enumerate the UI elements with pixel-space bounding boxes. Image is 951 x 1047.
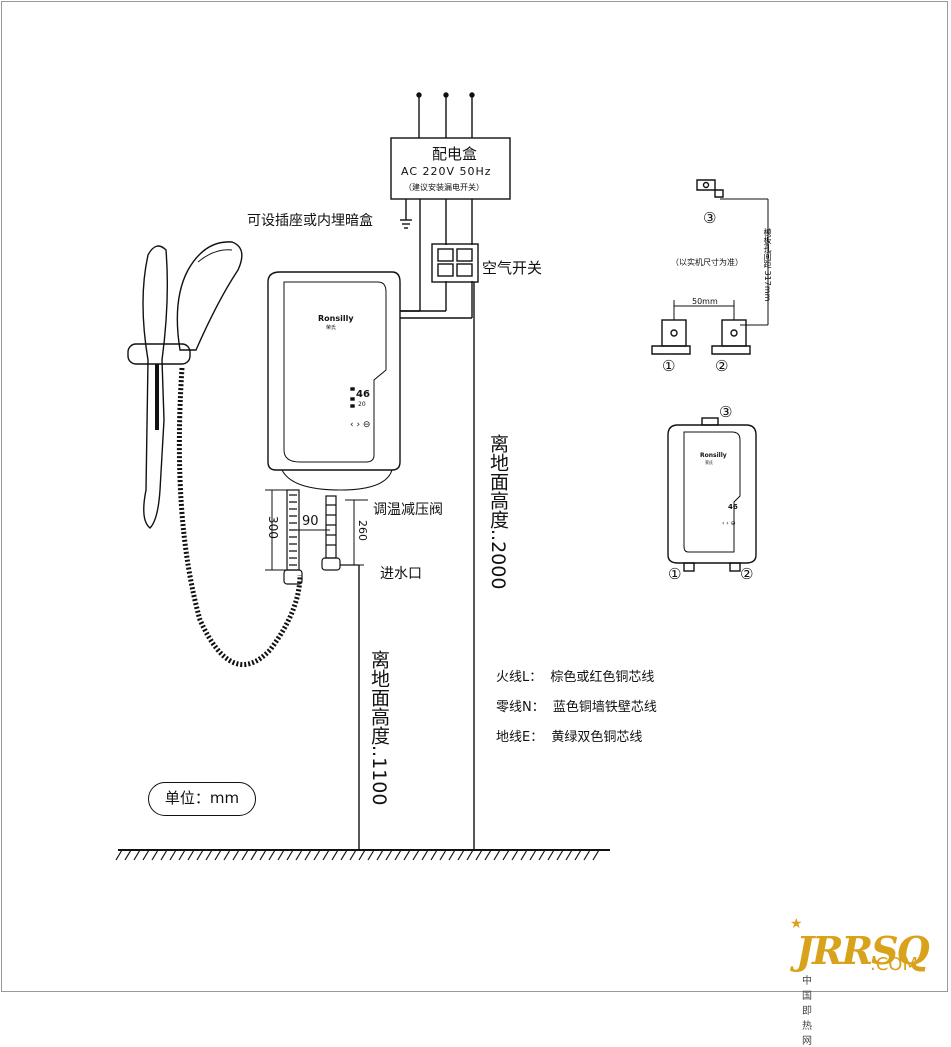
wire-key: 地线E： bbox=[496, 730, 544, 745]
marker-1-bracket: ① bbox=[662, 357, 676, 375]
mount-bracket-1 bbox=[651, 319, 691, 355]
wire-legend-row-2: 零线N： 蓝色铜墙铁壁芯线 bbox=[496, 696, 657, 715]
wire-value: 蓝色铜墙铁壁芯线 bbox=[552, 700, 657, 715]
small-heater-brand-cn: 荣氏 bbox=[705, 460, 713, 465]
dimension-300: 300 bbox=[266, 516, 280, 539]
wire-key: 火线L： bbox=[496, 670, 543, 685]
heater-display-sub: 20 bbox=[358, 401, 366, 408]
air-switch-box bbox=[431, 243, 479, 283]
unit-label: 单位：mm bbox=[148, 782, 256, 816]
wire-value: 黄绿双色铜芯线 bbox=[551, 730, 643, 745]
diagram-frame bbox=[1, 1, 948, 992]
wire-key: 零线N： bbox=[496, 700, 545, 715]
ground-hatch bbox=[115, 849, 600, 861]
board-spacing: 模板孔间距 317mm bbox=[763, 228, 772, 302]
mount-bracket-3 bbox=[696, 179, 724, 198]
wire-value: 棕色或红色铜芯线 bbox=[550, 670, 655, 685]
distribution-box-note: （建议安装漏电开关） bbox=[404, 183, 484, 192]
distribution-box-spec: AC 220V 50Hz bbox=[401, 165, 492, 178]
small-water-heater bbox=[667, 424, 757, 564]
marker-2-bracket: ② bbox=[715, 357, 729, 375]
watermark-suffix: .COM bbox=[870, 954, 918, 975]
heater-brand-cn: 荣氏 bbox=[326, 325, 337, 331]
watermark-star-icon: ★ bbox=[790, 916, 803, 932]
shower-rail bbox=[142, 245, 169, 529]
watermark-cn: 中国即热网 bbox=[802, 976, 812, 1047]
water-heater bbox=[267, 271, 401, 471]
dimension-50mm: 50mm bbox=[692, 297, 718, 306]
shower-head bbox=[176, 241, 243, 351]
wire-legend-row-3: 地线E： 黄绿双色铜芯线 bbox=[496, 726, 642, 745]
watermark-brand: JRRSQ bbox=[796, 928, 930, 973]
small-heater-controls: ‹ › ⊖ bbox=[722, 520, 736, 527]
dimension-260: 260 bbox=[356, 520, 369, 541]
small-heater-brand: Ronsilly bbox=[700, 452, 727, 459]
small-heater-display: 46 bbox=[728, 503, 738, 511]
measure-note: （以实机尺寸为准） bbox=[671, 258, 743, 267]
dimension-90: 90 bbox=[302, 514, 319, 529]
installation-diagram bbox=[115, 92, 769, 861]
marker-3-top: ③ bbox=[703, 209, 717, 227]
valve-label: 调温减压阀 bbox=[373, 502, 443, 518]
distribution-box-title: 配电盒 bbox=[432, 145, 478, 163]
socket-label: 可设插座或内埋暗盒 bbox=[247, 213, 373, 229]
marker-2-heater: ② bbox=[740, 565, 754, 583]
height-1100-label: 离地面高度..1100 bbox=[368, 650, 390, 806]
shower-hose bbox=[176, 367, 303, 668]
wire-legend-row-1: 火线L： 棕色或红色铜芯线 bbox=[496, 666, 654, 685]
marker-1-heater: ① bbox=[668, 565, 682, 583]
heater-controls: ‹ › ⊖ bbox=[350, 420, 371, 430]
heater-brand: Ronsilly bbox=[318, 314, 354, 323]
marker-3-heater: ③ bbox=[719, 403, 733, 421]
height-2000-label: 离地面高度..2000 bbox=[487, 434, 509, 590]
air-switch-label: 空气开关 bbox=[482, 259, 543, 277]
right-pipe bbox=[321, 495, 358, 571]
distribution-box bbox=[390, 137, 511, 200]
inlet-label: 进水口 bbox=[380, 566, 422, 582]
heater-display-temp: 46 bbox=[356, 389, 370, 400]
